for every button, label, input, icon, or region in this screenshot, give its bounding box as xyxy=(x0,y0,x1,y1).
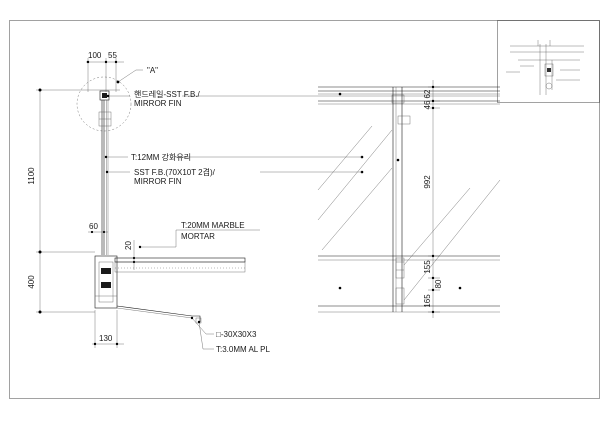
detail-circle xyxy=(76,76,132,132)
note-plate: T:3.0MM AL PL xyxy=(216,345,271,354)
note-handrail-2: MIRROR FIN xyxy=(134,99,182,108)
elevation-view xyxy=(176,80,501,318)
dim-60: 60 xyxy=(89,222,98,231)
dim-1100: 1100 xyxy=(27,167,36,185)
section-view xyxy=(36,58,500,350)
note-pipe: □-30X30X3 xyxy=(216,330,257,339)
mortar-bed xyxy=(114,261,246,273)
dim-400: 400 xyxy=(27,275,36,289)
dim-165: 165 xyxy=(423,294,432,308)
note-handrail-1: 핸드레일-SST F.B./ xyxy=(134,89,201,99)
note-sst-1: SST F.B.(70X10T 2겹)/ xyxy=(134,167,216,177)
dim-46: 46 xyxy=(423,100,432,109)
dim-80: 80 xyxy=(434,279,443,288)
dim-155: 155 xyxy=(423,260,432,274)
key-plan-frame xyxy=(497,20,600,103)
dim-100: 100 xyxy=(88,51,102,60)
dim-55: 55 xyxy=(108,51,117,60)
note-mortar: MORTAR xyxy=(181,232,215,241)
note-sst-2: MIRROR FIN xyxy=(134,177,182,186)
dim-62: 62 xyxy=(423,89,432,98)
dim-20: 20 xyxy=(124,241,133,250)
detail-marker: "A" xyxy=(147,66,158,75)
note-glass: T:12MM 강화유리 xyxy=(131,152,191,162)
sheet-frame xyxy=(9,20,600,399)
dim-130: 130 xyxy=(99,334,113,343)
note-marble: T:20MM MARBLE xyxy=(181,221,245,230)
key-plan xyxy=(497,20,600,103)
edge-frame xyxy=(94,255,118,309)
dim-992: 992 xyxy=(423,175,432,189)
